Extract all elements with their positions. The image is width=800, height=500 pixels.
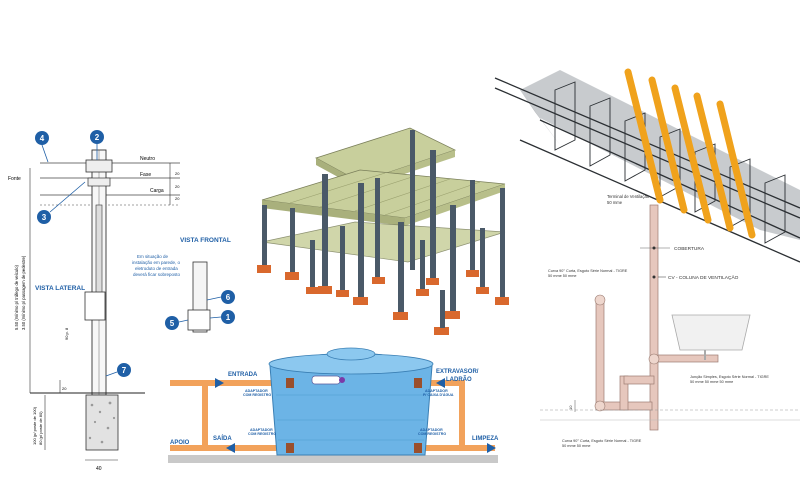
label-curva-top-2: 50 mme 50 mme [548, 274, 577, 278]
ground-base [168, 455, 498, 463]
pole-diagram: Neutro Fonte Fase Carga 20 20 20 20 40 V… [8, 130, 235, 472]
label-dim-20c: 20 [175, 196, 180, 201]
foundation-gravel [88, 401, 116, 444]
float-valve-knob [339, 377, 345, 383]
marker-1-number: 1 [226, 313, 231, 322]
arrow-saida [226, 443, 235, 453]
marker-7-number: 7 [122, 366, 127, 375]
label-adapt-right-1: ADAPTADOR [425, 389, 448, 393]
tank-cap [326, 347, 376, 361]
sink-basin [671, 314, 751, 351]
pole-insulator [87, 177, 111, 187]
label-juncao-2: 50 mme 50 mme 50 mme [690, 380, 733, 384]
middle-slab-edge [262, 200, 405, 226]
lower-slab [261, 221, 506, 263]
label-curva-low-2: 50 mme 50 mme [562, 444, 591, 448]
columns [262, 130, 505, 314]
label-terminal-2: 50 mme [607, 200, 623, 205]
label-neutro: Neutro [140, 156, 155, 162]
arrow-extravasor [436, 378, 445, 388]
water-tank-diagram: ENTRADA EXTRAVASOR/ LADRÃO ADAPTADOR COM… [168, 347, 499, 463]
marker-4-number: 4 [40, 134, 45, 143]
label-dim-20a: 20 [175, 171, 180, 176]
label-dim-40: 40 [96, 466, 102, 472]
elbow-bottom [594, 400, 606, 412]
label-coluna: CV - COLUNA DE VENTILAÇÃO [668, 274, 739, 281]
label-adapt-low-left-1: ADAPTADOR [250, 428, 273, 432]
float-valve [311, 375, 341, 385]
front-column [440, 290, 445, 328]
label-adapt-low-left-2: COM REGISTRO [248, 432, 276, 436]
label-adapt-low-right-2: COM REGISTRO [418, 432, 446, 436]
junction [648, 353, 660, 365]
label-adapt-low-right-1: ADAPTADOR [420, 428, 443, 432]
label-height-vertical-2: 3.50 (mínimo p/ passagem de pedestre) [21, 255, 26, 330]
label-dim-20d: 20 [62, 386, 67, 391]
note-line-2: instalação em parede, o [132, 260, 181, 265]
label-terminal-1: Terminal de Ventilação [607, 194, 650, 199]
label-limpeza: LIMPEZA [472, 436, 499, 442]
marker-6-number: 6 [226, 293, 231, 302]
orange-rebars [624, 68, 756, 239]
vent-column-diagram: Terminal de Ventilação 50 mme COBERTURA … [540, 194, 800, 448]
marker-2: 2 [90, 130, 104, 160]
tank-fittings [286, 378, 422, 453]
rebar-beam [494, 68, 800, 263]
structural-frame-3d [257, 127, 509, 335]
label-adapt-right-2: P/ CAIXA D'ÁGUA [423, 392, 454, 397]
label-entrada: ENTRADA [228, 372, 258, 378]
marker-2-number: 2 [95, 133, 100, 142]
arrow-entrada [215, 378, 224, 388]
arrow-limpeza [487, 443, 496, 453]
note-line-4: deverá ficar sobreposto [133, 272, 181, 277]
marker-3-number: 3 [42, 213, 47, 222]
label-curva-top-1: Curva 90° Curta, Esgoto Série Normal - T… [548, 269, 628, 273]
pipe-left [170, 380, 208, 451]
cobertura-dot [652, 246, 656, 250]
label-juncao-1: Junção Simples, Esgoto Série Normal - TI… [690, 375, 769, 379]
label-fase: Fase [140, 172, 151, 178]
label-cobertura: COBERTURA [674, 246, 705, 252]
label-extravasor: EXTRAVASOR/ [436, 369, 479, 375]
label-dim-mid: 90 p. 8 [64, 327, 69, 340]
label-depth-2: 80 (p/ poste de 80) [38, 411, 43, 445]
marker-5-number: 5 [170, 319, 175, 328]
label-adapt-left-2: COM REGISTRO [243, 393, 271, 397]
vent-loop-top [623, 375, 655, 385]
footings [257, 265, 509, 335]
label-vista-lateral: VISTA LATERAL [35, 285, 85, 292]
vent-branch [657, 354, 719, 363]
marker-5: 5 [165, 316, 189, 330]
note-line-1: Em situação de [137, 254, 169, 259]
marker-3: 3 [37, 181, 86, 224]
front-view-meter [187, 309, 211, 331]
label-dim-20b: 20 [175, 184, 180, 189]
marker-1: 1 [209, 310, 235, 324]
label-dim-10: 10 [568, 405, 573, 410]
label-vista-frontal: VISTA FRONTAL [180, 237, 231, 244]
label-ladrao: LADRÃO [446, 376, 472, 383]
label-saida: SAÍDA [213, 434, 232, 442]
elbow-top [594, 294, 606, 306]
marker-6: 6 [206, 290, 235, 304]
vent-loop-left [595, 299, 605, 411]
label-apoio: APOIO [170, 440, 190, 446]
marker-4: 4 [35, 131, 49, 163]
tank-ribs [276, 394, 426, 441]
marker-7: 7 [105, 363, 131, 377]
pole-crossarm [85, 159, 113, 173]
vent-column [649, 204, 659, 431]
label-height-vertical: 5.50 (mínimo p/ tráfego de veículo) [14, 264, 19, 330]
note-line-3: eletroduto de entrada [135, 266, 178, 271]
label-fonte: Fonte [8, 176, 21, 182]
label-carga: Carga [150, 188, 164, 194]
coluna-dot [652, 275, 656, 279]
label-adapt-left-1: ADAPTADOR [245, 389, 268, 393]
label-curva-low-1: Curva 90° Curta, Esgoto Série Normal - T… [562, 439, 642, 443]
label-depth: 100 (p/ poste de 100) [32, 406, 37, 445]
meter-box [84, 291, 106, 321]
